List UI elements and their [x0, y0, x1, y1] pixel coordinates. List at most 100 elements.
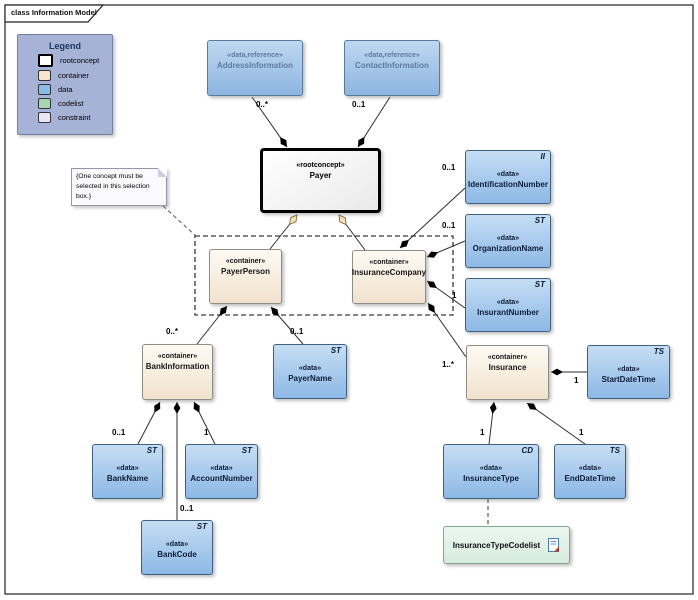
selection-box[interactable]: [194, 235, 454, 316]
multiplicity-label: 0..1: [112, 428, 126, 437]
node-name: BankName: [106, 474, 149, 483]
legend-title: Legend: [48, 41, 81, 51]
node-stereotype: «container»: [225, 258, 266, 265]
multiplicity-label: 0..*: [256, 100, 269, 109]
datatype-badge: ST: [534, 216, 545, 225]
node-address-information[interactable]: «data,reference» AddressInformation: [207, 40, 303, 96]
codelist-document-icon: [548, 538, 560, 552]
multiplicity-label: 1: [204, 428, 209, 437]
node-stereotype: «container»: [157, 353, 198, 360]
node-account-number[interactable]: ST «data» AccountNumber: [185, 444, 258, 499]
datatype-badge: II: [540, 152, 545, 161]
legend-item-constraint: constraint: [38, 112, 112, 123]
node-payer-name[interactable]: ST «data» PayerName: [273, 344, 347, 399]
node-bank-information[interactable]: «container» BankInformation: [142, 344, 213, 400]
node-stereotype: «rootconcept»: [296, 162, 345, 169]
node-name: ContactInformation: [355, 61, 429, 70]
node-insurance-company[interactable]: «container» InsuranceCompany: [352, 250, 426, 304]
rootconcept-swatch: [38, 54, 53, 67]
legend-item-codelist: codelist: [38, 98, 112, 109]
legend-item-label: rootconcept: [60, 56, 100, 65]
node-insurance-type-codelist[interactable]: InsuranceTypeCodelist: [443, 526, 570, 564]
multiplicity-label: 1: [452, 291, 457, 300]
node-name: InsuranceType: [463, 474, 519, 483]
connector-payer-contactinformation[interactable]: [357, 96, 391, 148]
node-contact-information[interactable]: «data,reference» ContactInformation: [344, 40, 440, 96]
node-insurant-number[interactable]: ST «data» InsurantNumber: [465, 278, 551, 332]
node-identification-number[interactable]: II «data» IdentificationNumber: [465, 150, 551, 204]
node-name: OrganizationName: [472, 243, 544, 253]
legend-item-label: container: [58, 71, 89, 80]
node-stereotype: «data»: [116, 465, 139, 472]
node-payer[interactable]: «rootconcept» Payer: [260, 148, 381, 213]
multiplicity-label: 1..*: [442, 360, 455, 369]
connector-payer-payerperson[interactable]: [269, 215, 297, 250]
node-bank-code[interactable]: ST «data» BankCode: [141, 520, 213, 575]
datatype-badge: TS: [609, 446, 620, 455]
connector-insurancecompany-identificationnumber[interactable]: [399, 187, 466, 249]
connector-payer-addressinformation[interactable]: [251, 96, 288, 148]
node-stereotype: «data»: [165, 541, 189, 548]
node-name: AccountNumber: [190, 474, 253, 483]
node-name: IdentificationNumber: [467, 179, 548, 189]
node-stereotype: «container»: [369, 259, 409, 266]
node-name: BankCode: [157, 550, 197, 559]
datatype-badge: ST: [196, 522, 207, 531]
legend-item-rootconcept: rootconcept: [38, 54, 112, 67]
node-stereotype: «data»: [298, 365, 322, 372]
node-stereotype: «data»: [210, 465, 233, 472]
connector-insurance-enddatetime[interactable]: [526, 402, 586, 445]
connector-payerperson-bankinformation[interactable]: [196, 305, 228, 345]
diagram-frame-tab: [4, 4, 105, 23]
node-name: InsuranceTypeCodelist: [452, 540, 541, 550]
multiplicity-label: 1: [574, 376, 579, 385]
diagram-tab-title: class Information Model: [11, 8, 97, 17]
node-name: Payer: [309, 171, 332, 180]
connector-bankinformation-accountnumber[interactable]: [193, 401, 216, 445]
connector-insurancecompany-organizationname[interactable]: [426, 240, 466, 258]
datatype-badge: ST: [146, 446, 157, 455]
multiplicity-label: 1: [579, 428, 584, 437]
multiplicity-label: 0..1: [180, 504, 194, 513]
node-organization-name[interactable]: ST «data» OrganizationName: [465, 214, 551, 268]
node-stereotype: «data»: [496, 170, 520, 178]
connector-bankinformation-bankname[interactable]: [137, 401, 161, 445]
node-stereotype: «data,reference»: [364, 52, 420, 59]
multiplicity-label: 0..1: [290, 327, 304, 336]
multiplicity-label: 1: [480, 428, 485, 437]
node-payer-person[interactable]: «container» PayerPerson: [209, 249, 282, 304]
connector-insurance-insurancetype[interactable]: [488, 401, 497, 445]
legend-panel: Legend rootconcept container data codeli…: [17, 34, 113, 135]
datatype-badge: ST: [241, 446, 252, 455]
node-insurance-type[interactable]: CD «data» InsuranceType: [443, 444, 539, 499]
legend-item-container: container: [38, 70, 112, 81]
node-stereotype: «data»: [479, 465, 503, 472]
connector-insurancecompany-insurantnumber[interactable]: [426, 280, 466, 309]
node-stereotype: «data,reference»: [227, 52, 283, 59]
connector-payer-insurancecompany[interactable]: [339, 215, 366, 251]
node-name: EndDateTime: [564, 474, 616, 483]
node-stereotype: «container»: [487, 354, 528, 361]
datatype-badge: ST: [534, 280, 545, 289]
node-name: BankInformation: [145, 362, 210, 371]
codelist-swatch: [38, 98, 51, 109]
node-insurance[interactable]: «container» Insurance: [466, 345, 549, 400]
node-start-date-time[interactable]: TS «data» StartDateTime: [587, 345, 670, 399]
legend-item-label: codelist: [58, 99, 84, 108]
connector-payerperson-payername[interactable]: [270, 306, 304, 345]
multiplicity-label: 0..*: [166, 327, 179, 336]
connector-note-selectionbox[interactable]: [162, 205, 197, 237]
connector-insurancecompany-insurance[interactable]: [427, 302, 467, 358]
legend-item-label: constraint: [58, 113, 91, 122]
node-end-date-time[interactable]: TS «data» EndDateTime: [554, 444, 626, 499]
note-text: {One concept must be selected in this se…: [76, 173, 150, 201]
node-stereotype: «data»: [617, 365, 640, 373]
node-stereotype: «data»: [496, 298, 520, 306]
node-name: PayerPerson: [221, 267, 270, 276]
data-swatch: [38, 84, 51, 95]
multiplicity-label: 0..1: [442, 221, 456, 230]
note-selection-constraint[interactable]: {One concept must be selected in this se…: [71, 168, 167, 206]
node-bank-name[interactable]: ST «data» BankName: [92, 444, 163, 499]
